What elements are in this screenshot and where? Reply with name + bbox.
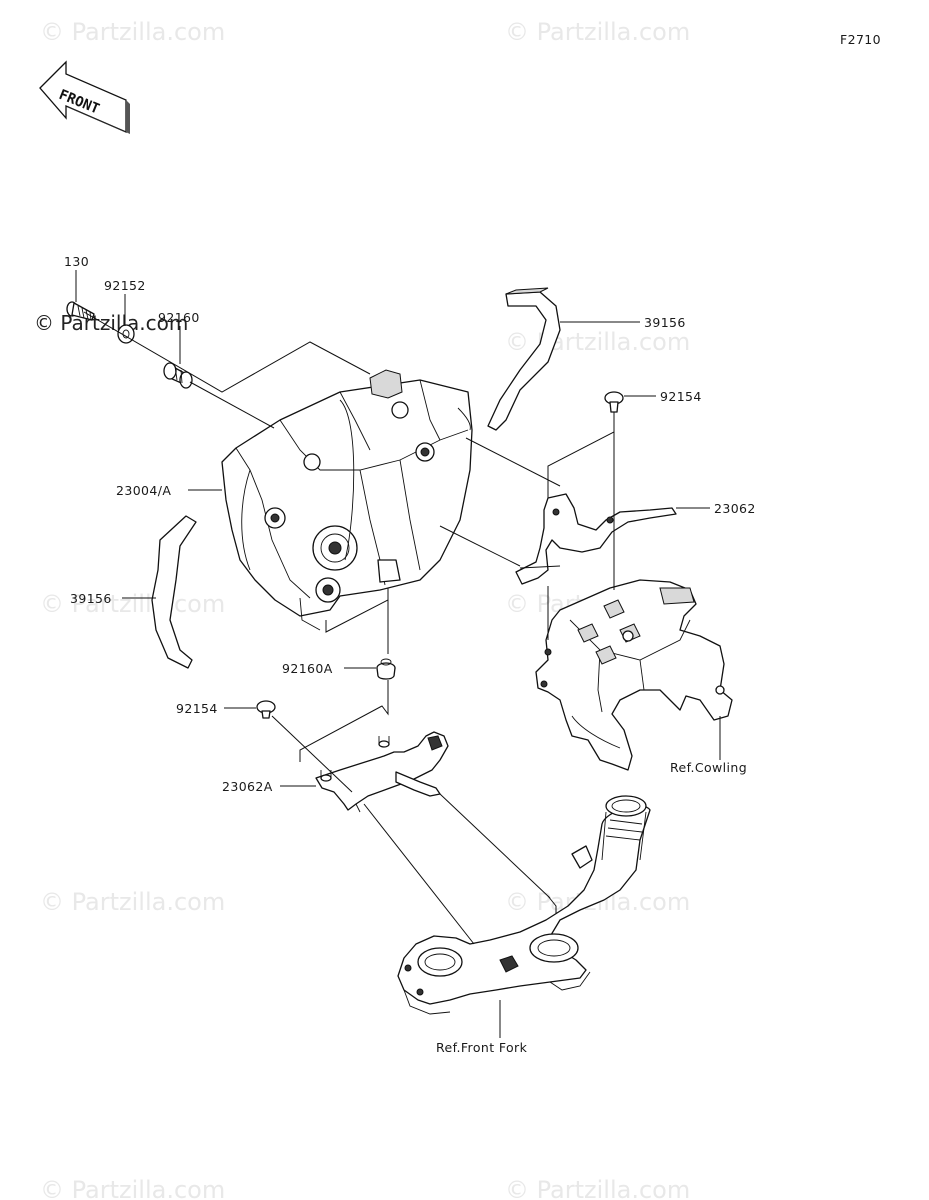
screw-92154-top bbox=[604, 391, 624, 413]
pad-39156-left bbox=[151, 515, 197, 669]
label-92152: 92152 bbox=[104, 278, 146, 293]
screw-92154-bottom bbox=[256, 700, 276, 719]
watermark: © Partzilla.com bbox=[40, 18, 225, 46]
watermark: © Partzilla.com bbox=[505, 1176, 690, 1200]
watermark-dark: © Partzilla.com bbox=[34, 311, 188, 335]
watermark: © Partzilla.com bbox=[505, 18, 690, 46]
front-fork-clamp bbox=[397, 795, 651, 1015]
label-23062: 23062 bbox=[714, 501, 756, 516]
grommet-92160A bbox=[376, 658, 396, 680]
label-92154-top: 92154 bbox=[660, 389, 702, 404]
part-labels: 130 92152 92160 23004/A 39156 39156 9215… bbox=[64, 254, 756, 1055]
bracket-23062A bbox=[315, 731, 449, 813]
watermark: © Partzilla.com bbox=[40, 888, 225, 916]
diagram-id: F2710 bbox=[840, 32, 881, 47]
bracket-23062 bbox=[515, 493, 677, 585]
grommet-92160 bbox=[163, 362, 193, 389]
label-92160A: 92160A bbox=[282, 661, 333, 676]
pad-39156-right bbox=[487, 287, 561, 431]
washer-92152 bbox=[117, 324, 135, 344]
label-ref-cowling: Ref.Cowling bbox=[670, 760, 747, 775]
watermark: © Partzilla.com bbox=[40, 590, 225, 618]
label-39156-right: 39156 bbox=[644, 315, 686, 330]
label-39156-left: 39156 bbox=[70, 591, 112, 606]
label-92160: 92160 bbox=[158, 310, 200, 325]
front-arrow-icon: FRONT bbox=[39, 60, 130, 134]
label-23062A: 23062A bbox=[222, 779, 273, 794]
label-92154-bottom: 92154 bbox=[176, 701, 218, 716]
cowling-bracket bbox=[535, 579, 733, 771]
label-ref-front-fork: Ref.Front Fork bbox=[436, 1040, 528, 1055]
watermark: © Partzilla.com bbox=[505, 328, 690, 356]
headlight-assembly bbox=[221, 369, 473, 631]
label-23004A: 23004/A bbox=[116, 483, 171, 498]
watermark: © Partzilla.com bbox=[40, 1176, 225, 1200]
label-130: 130 bbox=[64, 254, 89, 269]
screw-130 bbox=[66, 301, 95, 321]
leader-lines bbox=[75, 270, 721, 1038]
